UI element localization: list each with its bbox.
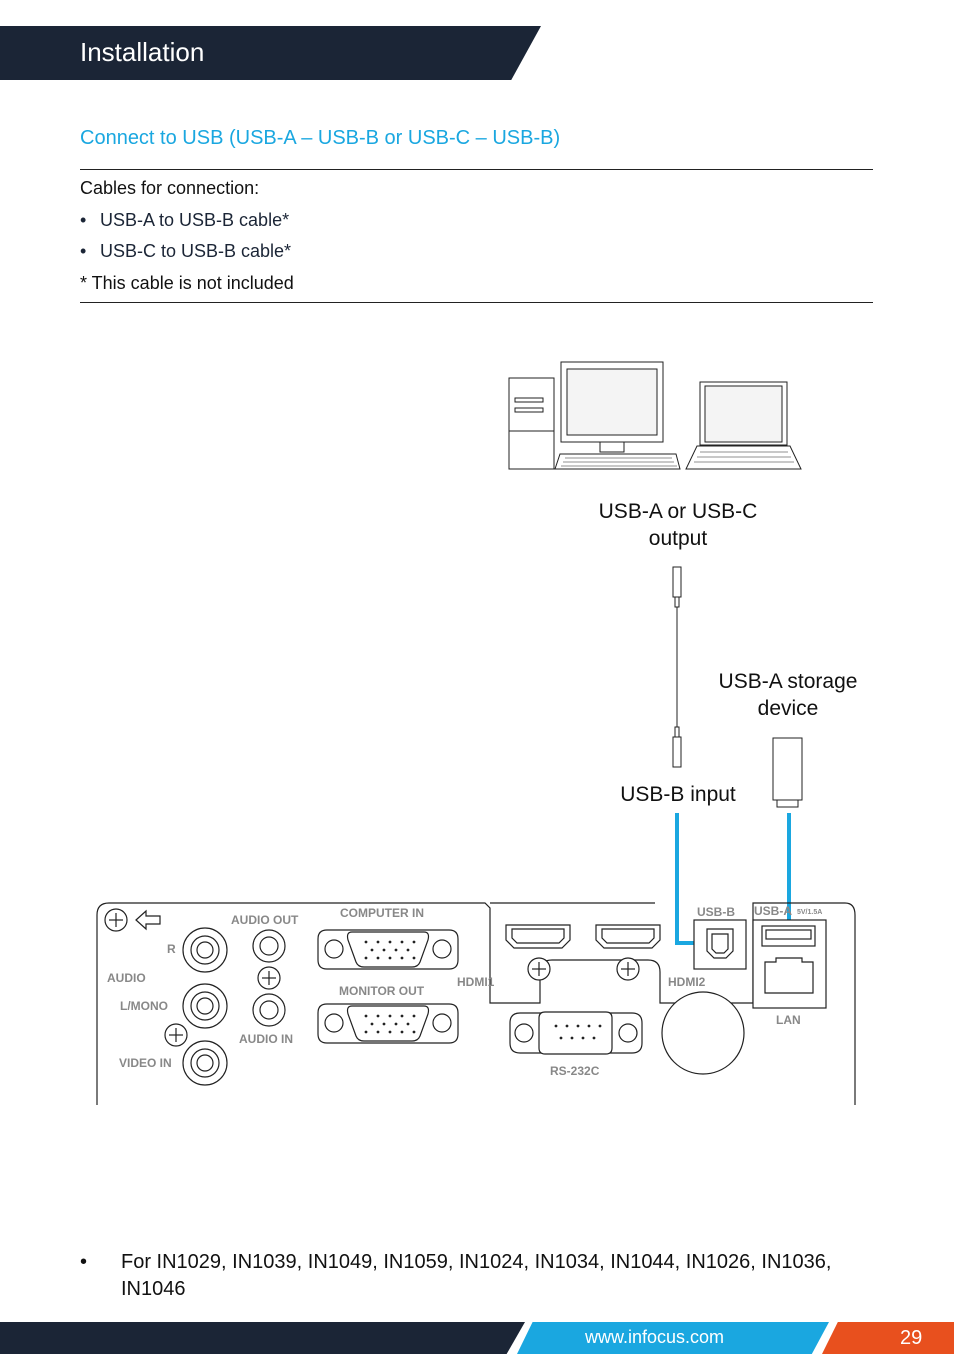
usb-a-rating-label: 5V/1.5A: [797, 909, 823, 916]
page-number: 29: [900, 1327, 923, 1349]
hdmi1-label: HDMI1: [457, 975, 495, 989]
lan-port: [764, 957, 814, 994]
footer-url-band: [517, 1322, 829, 1354]
audio-l-mono-jack: [182, 983, 228, 1029]
rs232c-port: [509, 1011, 643, 1055]
screw-icon: [257, 966, 281, 990]
monitor-out-port: [317, 1003, 459, 1044]
header-bar: [0, 26, 541, 80]
screw-icon: [527, 957, 551, 981]
screw-icon: [616, 957, 640, 981]
computer-output-label: USB-A or USB-C output: [568, 498, 788, 552]
list-item: •USB-C to USB-B cable*: [80, 241, 292, 261]
section-heading: Connect to USB (USB-A – USB-B or USB-C –…: [80, 127, 561, 149]
page-number-band: [822, 1322, 954, 1354]
speaker-grille: [661, 991, 745, 1075]
laptop-icon: [685, 381, 802, 470]
usb-b-input-label: USB-B input: [620, 783, 736, 806]
desktop-tower-icon: [508, 377, 555, 470]
usb-a-label: USB-A: [754, 904, 792, 918]
footer-bar: [0, 1322, 525, 1354]
audio-r-label: R: [167, 942, 176, 956]
audio-out-label: AUDIO OUT: [231, 913, 299, 927]
usb-storage-icon: [772, 737, 803, 808]
lan-label: LAN: [776, 1013, 801, 1027]
page-title: Installation: [80, 37, 205, 67]
computer-in-label: COMPUTER IN: [340, 906, 424, 920]
bottom-divider: [80, 302, 873, 303]
desktop-monitor-icon: [554, 361, 681, 470]
usb-b-port: [693, 919, 747, 970]
l-mono-label: L/MONO: [120, 999, 168, 1013]
cable-item-1: USB-A to USB-B cable*: [100, 210, 290, 230]
cable-item-2: USB-C to USB-B cable*: [100, 241, 292, 261]
audio-r-jack: [182, 927, 228, 973]
rear-panel: [96, 902, 856, 1105]
storage-label-line2: device: [757, 697, 819, 720]
computer-output-label-line1: USB-A or USB-C: [598, 500, 758, 523]
usb-b-label: USB-B: [697, 905, 735, 919]
video-in-label: VIDEO IN: [119, 1056, 172, 1070]
computer-in-port: [317, 929, 459, 970]
hdmi2-label: HDMI2: [668, 975, 706, 989]
footnote-bullet: •: [80, 1251, 88, 1273]
kensington-lock-icon: [135, 909, 161, 931]
cable-note: * This cable is not included: [80, 273, 294, 293]
screw-icon: [104, 908, 128, 932]
video-in-jack: [182, 1040, 228, 1086]
computer-output-label-line2: output: [648, 527, 708, 550]
storage-device-label: USB-A storage device: [688, 668, 888, 722]
audio-out-jack: [252, 929, 286, 963]
audio-in-jack: [252, 993, 286, 1027]
cables-label: Cables for connection:: [80, 178, 260, 198]
audio-label: AUDIO: [107, 971, 146, 985]
rs232c-label: RS-232C: [550, 1064, 600, 1078]
audio-in-label: AUDIO IN: [239, 1032, 293, 1046]
usb-cable: [672, 566, 682, 768]
top-divider: [80, 169, 873, 170]
list-item: •USB-A to USB-B cable*: [80, 210, 290, 230]
model-footnote: • For IN1029, IN1039, IN1049, IN1059, IN…: [80, 1249, 880, 1303]
screw-icon: [164, 1023, 188, 1047]
storage-label-line1: USB-A storage: [718, 670, 858, 693]
monitor-out-label: MONITOR OUT: [339, 984, 425, 998]
website-link[interactable]: www.infocus.com: [585, 1327, 725, 1347]
footnote-text: For IN1029, IN1039, IN1049, IN1059, IN10…: [121, 1251, 832, 1300]
